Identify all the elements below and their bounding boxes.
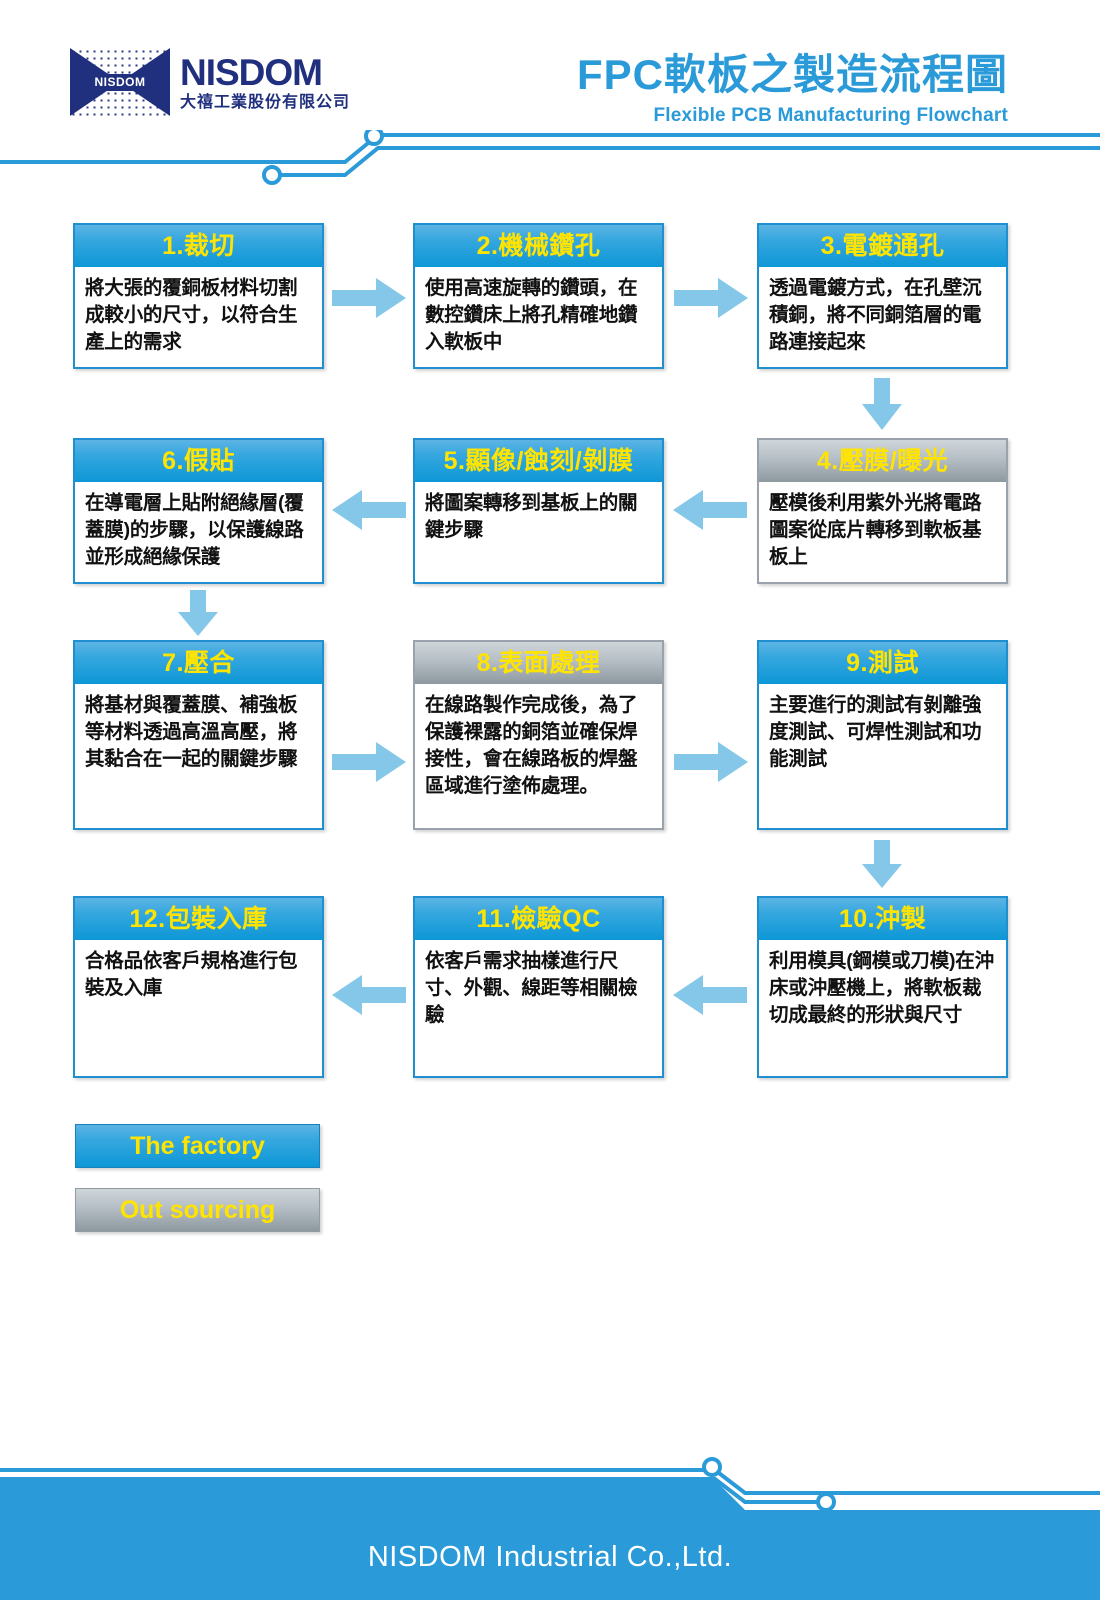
page-footer: NISDOM Industrial Co.,Ltd. <box>0 1445 1100 1600</box>
legend-item-factory[interactable]: The factory <box>75 1124 320 1168</box>
flow-node-5[interactable]: 5.顯像/蝕刻/剝膜 將圖案轉移到基板上的關鍵步驟 <box>413 438 664 584</box>
flow-node-6-title: 6.假貼 <box>75 440 322 482</box>
flow-node-4-body: 壓模後利用紫外光將電路圖案從底片轉移到軟板基板上 <box>769 492 982 568</box>
flow-node-8-title: 8.表面處理 <box>415 642 662 684</box>
flow-arrow-5-to-6 <box>332 490 406 530</box>
flow-node-2-title: 2.機械鑽孔 <box>415 225 662 267</box>
flow-node-4[interactable]: 4.壓膜/曝光 壓模後利用紫外光將電路圖案從底片轉移到軟板基板上 <box>757 438 1008 584</box>
flow-arrow-4-to-5 <box>673 490 747 530</box>
footer-circuit-trace-decoration <box>0 1457 1100 1512</box>
flow-arrow-8-to-9 <box>674 742 748 782</box>
logo-company-chinese-name: 大禧工業股份有限公司 <box>180 93 351 111</box>
legend-item-factory-label: The factory <box>130 1131 265 1160</box>
flow-arrow-10-to-11 <box>673 975 747 1015</box>
footer-company-name: NISDOM Industrial Co.,Ltd. <box>367 1541 733 1573</box>
flow-node-2-body: 使用高速旋轉的鑽頭，在數控鑽床上將孔精確地鑽入軟板中 <box>425 277 638 353</box>
flow-arrow-11-to-12 <box>332 975 406 1015</box>
flow-node-3[interactable]: 3.電鍍通孔 透過電鍍方式，在孔壁沉積銅，將不同銅箔層的電路連接起來 <box>757 223 1008 369</box>
legend-item-outsourcing[interactable]: Out sourcing <box>75 1188 320 1232</box>
flow-node-5-title: 5.顯像/蝕刻/剝膜 <box>415 440 662 482</box>
flow-node-5-body: 將圖案轉移到基板上的關鍵步驟 <box>425 492 638 541</box>
flow-node-10-title: 10.沖製 <box>759 898 1006 940</box>
flow-node-11[interactable]: 11.檢驗QC 依客戶需求抽樣進行尺寸、外觀、線距等相關檢驗 <box>413 896 664 1078</box>
logo-mark-text: NISDOM <box>74 74 166 91</box>
flow-node-10-body: 利用模具(鋼模或刀模)在沖床或沖壓機上，將軟板裁切成最終的形狀與尺寸 <box>769 950 994 1026</box>
flow-node-12-title: 12.包裝入庫 <box>75 898 322 940</box>
page-title: FPC軟板之製造流程圖 <box>576 51 1008 98</box>
flow-node-8[interactable]: 8.表面處理 在線路製作完成後，為了保護裸露的銅箔並確保焊接性，會在線路板的焊盤… <box>413 640 664 830</box>
flow-node-9[interactable]: 9.測試 主要進行的測試有剝離強度測試、可焊性測試和功能測試 <box>757 640 1008 830</box>
page-subtitle: Flexible PCB Manufacturing Flowchart <box>653 105 1008 127</box>
flow-node-3-body: 透過電鍍方式，在孔壁沉積銅，將不同銅箔層的電路連接起來 <box>769 277 982 353</box>
title-block: FPC軟板之製造流程圖 Flexible PCB Manufacturing F… <box>577 52 1008 127</box>
flow-arrow-1-to-2 <box>332 278 406 318</box>
flow-node-1[interactable]: 1.裁切 將大張的覆銅板材料切割成較小的尺寸，以符合生產上的需求 <box>73 223 324 369</box>
legend-item-outsourcing-label: Out sourcing <box>119 1195 276 1224</box>
flow-node-9-title: 9.測試 <box>759 642 1006 684</box>
company-logo: NISDOM NISDOM 大禧工業股份有限公司 <box>70 48 350 116</box>
nisdom-logo-icon: NISDOM <box>70 48 170 116</box>
flow-node-1-title: 1.裁切 <box>75 225 322 267</box>
flow-node-11-title: 11.檢驗QC <box>415 898 662 940</box>
header-circuit-trace-decoration <box>0 130 1100 185</box>
flow-node-9-body: 主要進行的測試有剝離強度測試、可焊性測試和功能測試 <box>769 694 982 770</box>
flow-node-6[interactable]: 6.假貼 在導電層上貼附絕緣層(覆蓋膜)的步驟，以保護線路並形成絕緣保護 <box>73 438 324 584</box>
flow-arrow-2-to-3 <box>674 278 748 318</box>
flow-node-7-title: 7.壓合 <box>75 642 322 684</box>
flow-node-12[interactable]: 12.包裝入庫 合格品依客戶規格進行包裝及入庫 <box>73 896 324 1078</box>
flow-node-7-body: 將基材與覆蓋膜、補強板等材料透過高溫高壓，將其黏合在一起的關鍵步驟 <box>85 694 298 770</box>
flow-node-10[interactable]: 10.沖製 利用模具(鋼模或刀模)在沖床或沖壓機上，將軟板裁切成最終的形狀與尺寸 <box>757 896 1008 1078</box>
flow-node-7[interactable]: 7.壓合 將基材與覆蓋膜、補強板等材料透過高溫高壓，將其黏合在一起的關鍵步驟 <box>73 640 324 830</box>
flow-arrow-6-to-7 <box>178 590 218 636</box>
logo-company-name: NISDOM <box>180 51 323 93</box>
logo-text-block: NISDOM 大禧工業股份有限公司 <box>180 54 350 111</box>
flow-node-3-title: 3.電鍍通孔 <box>759 225 1006 267</box>
page-header: NISDOM NISDOM 大禧工業股份有限公司 FPC軟板之製造流程圖 Fle… <box>0 0 1100 185</box>
flow-arrow-7-to-8 <box>332 742 406 782</box>
flow-node-8-body: 在線路製作完成後，為了保護裸露的銅箔並確保焊接性，會在線路板的焊盤區域進行塗佈處… <box>425 694 638 797</box>
flow-arrow-3-to-4 <box>862 378 902 430</box>
flow-node-1-body: 將大張的覆銅板材料切割成較小的尺寸，以符合生產上的需求 <box>85 277 298 353</box>
flow-arrow-9-to-10 <box>862 840 902 888</box>
flow-node-2[interactable]: 2.機械鑽孔 使用高速旋轉的鑽頭，在數控鑽床上將孔精確地鑽入軟板中 <box>413 223 664 369</box>
flow-node-12-body: 合格品依客戶規格進行包裝及入庫 <box>85 950 298 999</box>
flow-node-6-body: 在導電層上貼附絕緣層(覆蓋膜)的步驟，以保護線路並形成絕緣保護 <box>85 492 304 568</box>
flow-node-4-title: 4.壓膜/曝光 <box>759 440 1006 482</box>
flow-node-11-body: 依客戶需求抽樣進行尺寸、外觀、線距等相關檢驗 <box>425 950 638 1026</box>
